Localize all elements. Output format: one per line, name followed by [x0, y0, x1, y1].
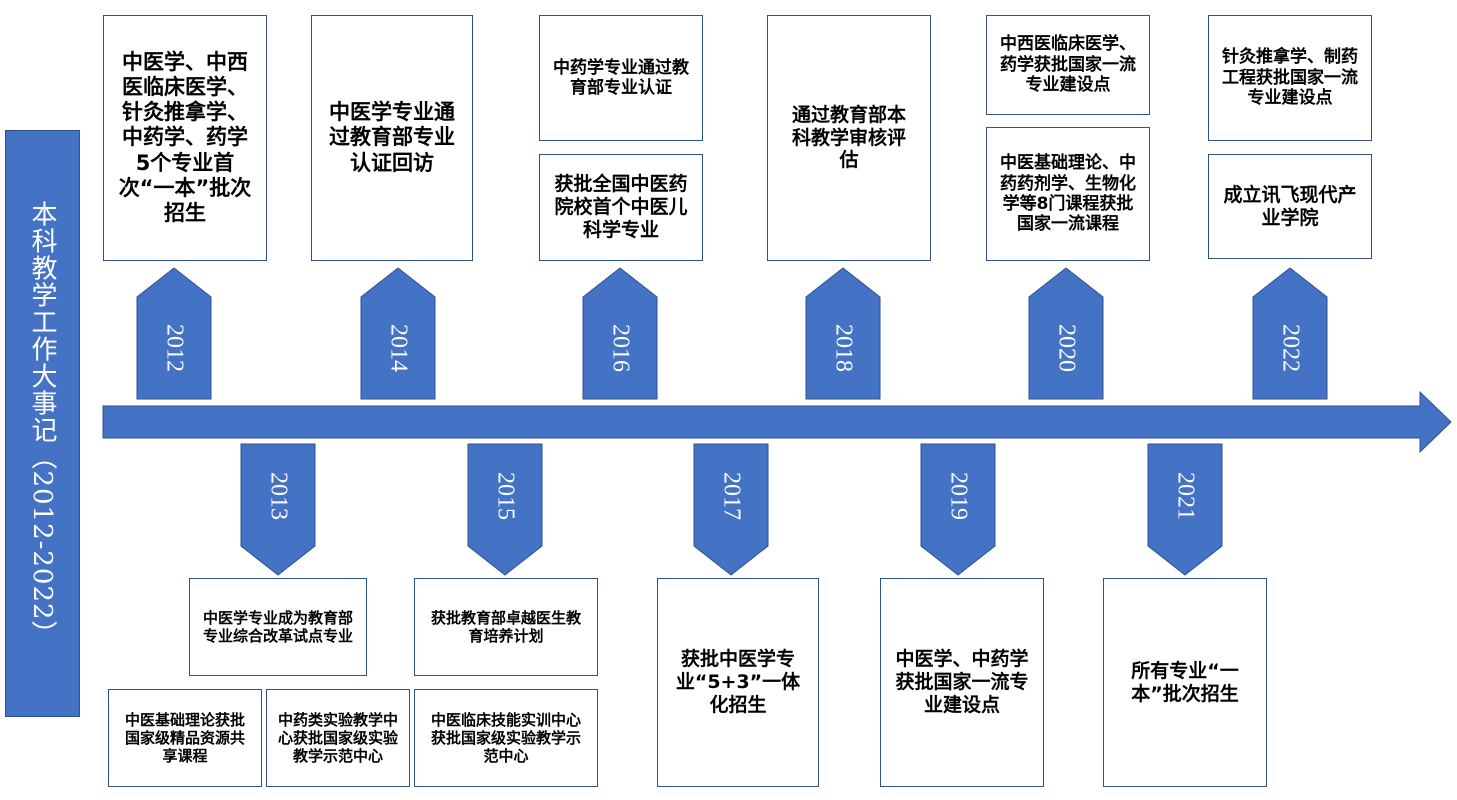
year-label-2020: 2020 [1053, 324, 1080, 372]
year-label-2019: 2019 [945, 472, 972, 520]
year-label-2015: 2015 [492, 472, 519, 520]
event-2015a: 获批教育部卓越医生教育培养计划 [414, 578, 598, 676]
side-title-bar: 本科教学工作大事记（2012-2022） [5, 130, 80, 717]
year-marker-2013 [240, 443, 316, 576]
year-marker-2014 [360, 267, 436, 400]
timeline-arrow [102, 390, 1452, 454]
year-marker-2012 [136, 267, 212, 400]
year-label-2014: 2014 [385, 324, 412, 372]
event-2012: 中医学、中西医临床医学、针灸推拿学、中药学、药学5个专业首次“一本”批次招生 [103, 15, 267, 261]
event-2013b: 中医基础理论获批国家级精品资源共享课程 [108, 689, 262, 787]
event-2018: 通过教育部本科教学审核评估 [767, 15, 931, 261]
event-2013a: 中医学专业成为教育部专业综合改革试点专业 [189, 578, 367, 676]
year-marker-2019 [920, 443, 996, 576]
event-2022a: 针灸推拿学、制药工程获批国家一流专业建设点 [1208, 15, 1372, 141]
year-label-2022: 2022 [1277, 324, 1304, 372]
event-2015b: 中医临床技能实训中心获批国家级实验教学示范中心 [414, 689, 598, 787]
event-2020a: 中西医临床医学、药学获批国家一流专业建设点 [986, 15, 1150, 115]
year-marker-2015 [467, 443, 543, 576]
year-label-2017: 2017 [718, 472, 745, 520]
event-2013c: 中药类实验教学中心获批国家级实验教学示范中心 [266, 689, 410, 787]
event-2014: 中医学专业通过教育部专业认证回访 [311, 15, 473, 261]
year-marker-2016 [582, 267, 658, 400]
year-marker-2022 [1252, 267, 1328, 400]
year-label-2021: 2021 [1172, 472, 1199, 520]
year-marker-2020 [1028, 267, 1104, 400]
event-2016b: 获批全国中医药院校首个中医儿科学专业 [539, 154, 703, 261]
year-marker-2018 [805, 267, 881, 400]
event-2020b: 中医基础理论、中药药剂学、生物化学等8门课程获批国家一流课程 [986, 127, 1150, 261]
event-2019: 中医学、中药学获批国家一流专业建设点 [880, 578, 1044, 787]
year-label-2018: 2018 [830, 324, 857, 372]
year-label-2016: 2016 [607, 324, 634, 372]
event-2016a: 中药学专业通过教育部专业认证 [539, 15, 703, 141]
event-2022b: 成立讯飞现代产业学院 [1208, 154, 1372, 259]
year-label-2012: 2012 [161, 324, 188, 372]
event-2021: 所有专业“一本”批次招生 [1103, 578, 1267, 787]
event-2017: 获批中医学专业“5+3”一体化招生 [657, 578, 819, 787]
side-title: 本科教学工作大事记（2012-2022） [27, 199, 57, 648]
year-marker-2021 [1147, 443, 1223, 576]
year-marker-2017 [693, 443, 769, 576]
year-label-2013: 2013 [265, 472, 292, 520]
